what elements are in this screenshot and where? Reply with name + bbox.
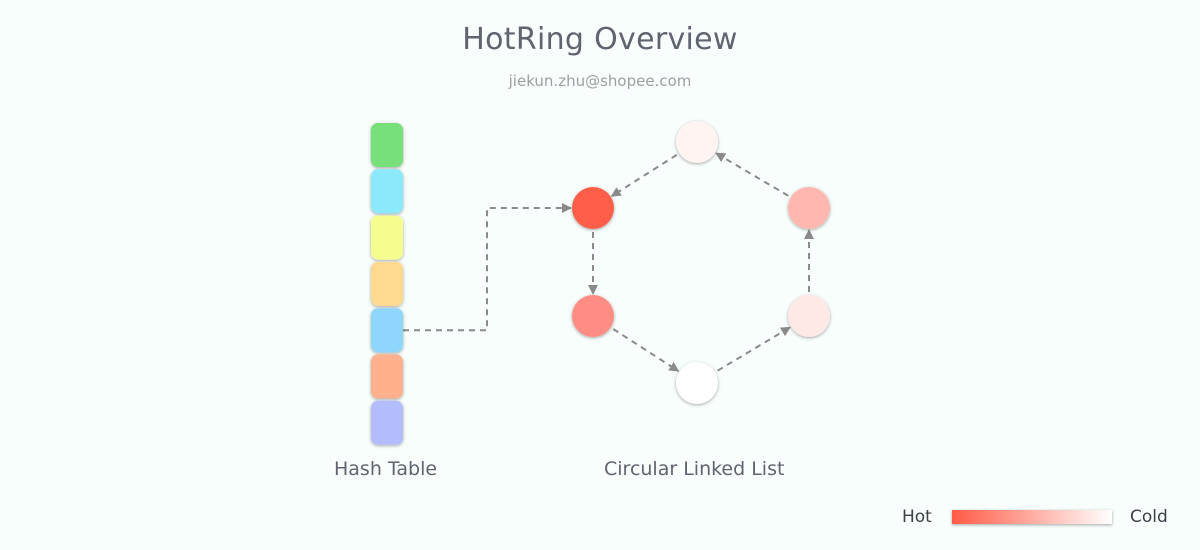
hash-bucket	[371, 169, 403, 214]
ring-edge-arrow	[717, 326, 791, 372]
ring-node	[676, 362, 718, 404]
hash-bucket	[371, 400, 403, 445]
ring-node	[676, 121, 718, 163]
ring-edge-arrow	[612, 328, 680, 372]
hash-bucket	[371, 354, 403, 399]
ring-node	[572, 187, 614, 229]
edges-layer	[403, 152, 814, 372]
ring-node	[572, 295, 614, 337]
ring-edge-arrow	[610, 154, 678, 198]
hash-bucket	[371, 308, 403, 353]
bucket-pointer-arrow	[403, 203, 572, 332]
legend-cold-label: Cold	[1130, 507, 1168, 527]
ring-nodes	[572, 121, 830, 404]
ring-node	[788, 295, 830, 337]
hash-table	[371, 123, 403, 445]
author-email: jiekun.zhu@shopee.com	[508, 72, 692, 90]
ring-edge-arrow	[715, 152, 789, 197]
ring-caption: Circular Linked List	[604, 458, 785, 480]
heat-legend-bar	[952, 510, 1112, 524]
ring-node	[788, 187, 830, 229]
legend-hot-label: Hot	[902, 507, 932, 527]
hash-bucket	[371, 215, 403, 260]
hash-table-caption: Hash Table	[334, 458, 438, 480]
page-title: HotRing Overview	[462, 22, 738, 57]
hash-bucket	[371, 261, 403, 306]
hash-bucket	[371, 123, 403, 167]
